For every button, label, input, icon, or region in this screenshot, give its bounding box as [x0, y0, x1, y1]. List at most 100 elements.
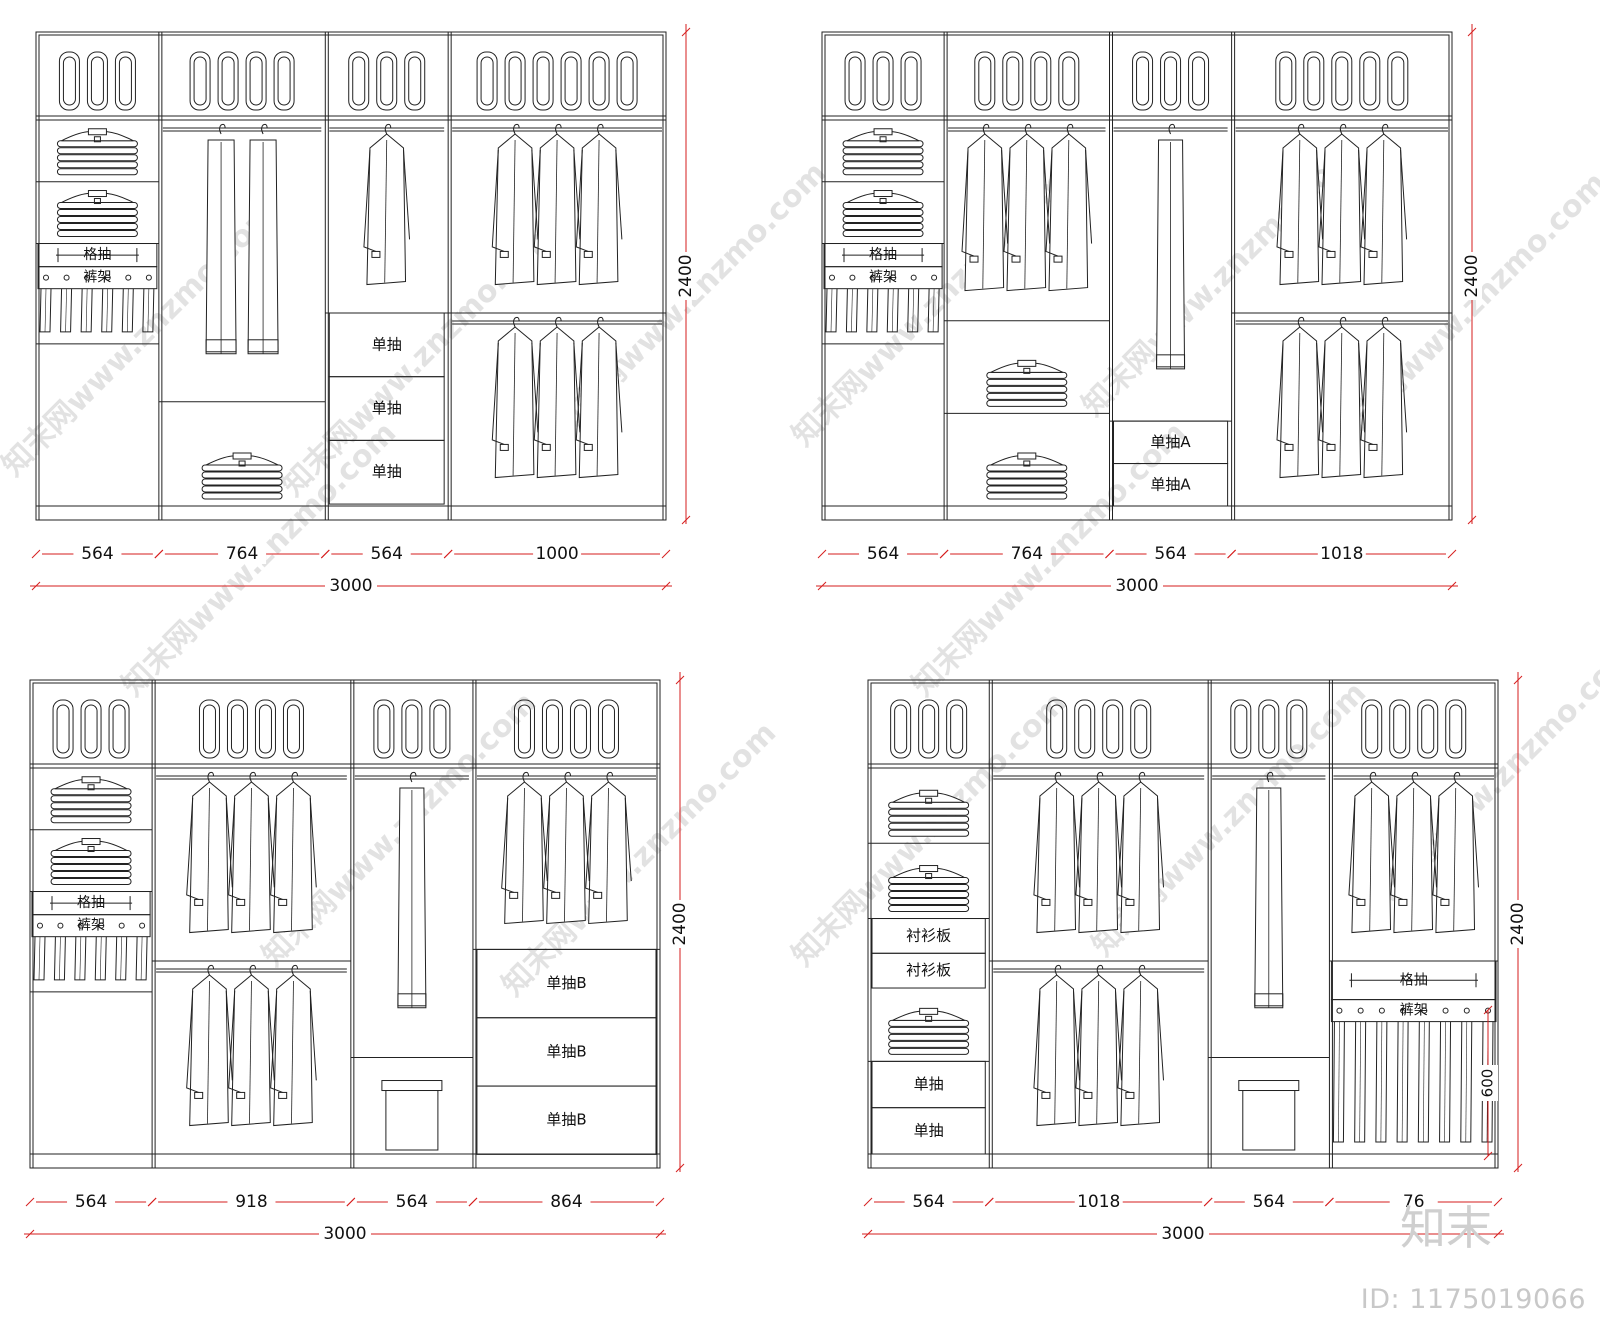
dimension-tick — [1447, 549, 1457, 559]
dimension-tick — [154, 549, 164, 559]
width-dimension-label: 1018 — [1320, 544, 1363, 564]
handle-cutout-icon — [1445, 699, 1467, 759]
hanging-pants-icon — [142, 288, 155, 333]
grid-drawer-label: 格抽 — [1400, 972, 1428, 988]
compartment-short_hang — [1231, 123, 1452, 314]
handle-cutout-icon — [532, 51, 554, 111]
hanging-trousers-icon — [1156, 123, 1186, 370]
handle-cutout-icon — [80, 699, 102, 759]
compartment-drawer_grid: 格抽 — [823, 243, 943, 268]
dimension-tick — [675, 675, 685, 685]
handle-cutout-icon — [504, 51, 526, 111]
handle-cutout-icon — [108, 699, 130, 759]
hanging-coat-icon — [543, 771, 590, 925]
rack-hook-icon — [43, 274, 49, 281]
handle-cutout-icon — [900, 51, 922, 111]
handle-cutout-icon — [1230, 699, 1252, 759]
compartment-short_hang — [989, 771, 1209, 962]
grid-drawer: 格抽 — [31, 891, 151, 916]
hanging-coat-icon — [1003, 123, 1051, 292]
drawer-front — [871, 1107, 986, 1155]
hanging-coat-icon — [270, 964, 317, 1127]
dimension-tick — [320, 549, 330, 559]
dimension-tick — [984, 1197, 994, 1207]
compartment-stool — [1208, 1057, 1330, 1151]
handle-cutout-icon — [1002, 51, 1024, 111]
drawer-label: 单抽 — [372, 335, 402, 353]
dimension-tick — [817, 581, 827, 591]
drawer-label: 单抽 — [914, 1075, 944, 1093]
handle-cutout-icon — [560, 51, 582, 111]
width-dimension-label: 564 — [912, 1192, 944, 1212]
hanging-coat-icon — [585, 771, 632, 925]
compartment-shelf_stack — [944, 452, 1110, 507]
folded-clothes-icon — [986, 359, 1068, 407]
compartment-drawer: 单抽 — [871, 1107, 986, 1155]
handle-cutout-icon — [616, 51, 638, 111]
handle-cutout-icon — [844, 51, 866, 111]
drawer-label: 单抽B — [546, 974, 586, 992]
dimension-tick — [1227, 549, 1236, 559]
grid-drawer: 格抽 — [1330, 960, 1497, 1001]
drawer-label: 单抽 — [372, 399, 402, 417]
height-dimension-label: 2400 — [1462, 254, 1482, 297]
pants-rack-label: 裤架 — [77, 918, 105, 934]
compartment-pants_rack: 裤架 — [822, 266, 945, 345]
compartment-drawer: 单抽A — [1113, 463, 1229, 507]
rack-hook-icon — [1400, 1007, 1407, 1014]
handle-cutout-icon — [429, 699, 451, 759]
dimension-tick — [863, 1197, 873, 1207]
handle-cutout-icon — [404, 51, 426, 111]
hanging-coat-icon — [533, 316, 581, 479]
handle-cutout-icon — [245, 51, 267, 111]
rack-hook-icon — [1463, 1007, 1470, 1014]
rack-hook-icon — [1442, 1007, 1449, 1014]
dimension-tick — [681, 27, 691, 37]
dimension-tick — [31, 549, 41, 559]
rack-hook-icon — [1357, 1007, 1364, 1014]
grid-drawer-label: 格抽 — [869, 247, 897, 263]
pants-rack-label: 裤架 — [83, 270, 111, 286]
hanging-pants-icon — [115, 936, 128, 981]
compartment-shelf_stack — [36, 190, 159, 245]
rack-hook-icon — [869, 274, 876, 281]
dimension-tick — [1493, 1229, 1503, 1239]
hanging-coat-icon — [1318, 123, 1366, 286]
handle-cutout-icon — [1331, 51, 1353, 111]
compartment-short_hang — [448, 316, 666, 507]
hanging-coat-icon — [1045, 123, 1093, 292]
drawer-label: 衬衫板 — [906, 926, 951, 944]
grid-drawer: 格抽 — [37, 243, 158, 268]
dimension-tick — [655, 1229, 665, 1239]
compartment-shelf_stack — [868, 1007, 990, 1062]
stool-icon — [1238, 1080, 1300, 1151]
dimension-tick — [25, 1197, 35, 1207]
handle-cutout-icon — [52, 699, 74, 759]
handle-cutout-icon — [541, 699, 563, 759]
dimension-tick — [939, 549, 949, 559]
folded-clothes-icon — [50, 838, 132, 886]
folded-clothes-icon — [888, 789, 970, 837]
compartment-pants_rack: 裤架 — [1329, 999, 1498, 1155]
handle-cutout-icon — [1102, 699, 1124, 759]
width-dimension-label: 564 — [1154, 544, 1186, 564]
handle-cutout-icon — [1387, 51, 1409, 111]
compartment-short_hang — [1231, 316, 1452, 507]
pants-rack: 裤架 — [823, 266, 943, 333]
pants-rack: 裤架 — [31, 914, 151, 981]
handle-cutout-icon — [282, 699, 304, 759]
rack-hook-icon — [98, 922, 105, 929]
drawer-front — [871, 952, 986, 989]
pants-rack: 裤架 — [1330, 999, 1497, 1143]
pants-rack-label: 裤架 — [869, 270, 897, 286]
compartment-drawer: 衬衫板 — [871, 952, 986, 989]
width-dimension-label: 564 — [370, 544, 402, 564]
compartment-drawer_grid: 格抽 — [31, 891, 151, 916]
hanging-coat-icon — [1276, 316, 1324, 479]
handle-cutout-icon — [597, 699, 619, 759]
width-dimension-label: 1000 — [535, 544, 578, 564]
